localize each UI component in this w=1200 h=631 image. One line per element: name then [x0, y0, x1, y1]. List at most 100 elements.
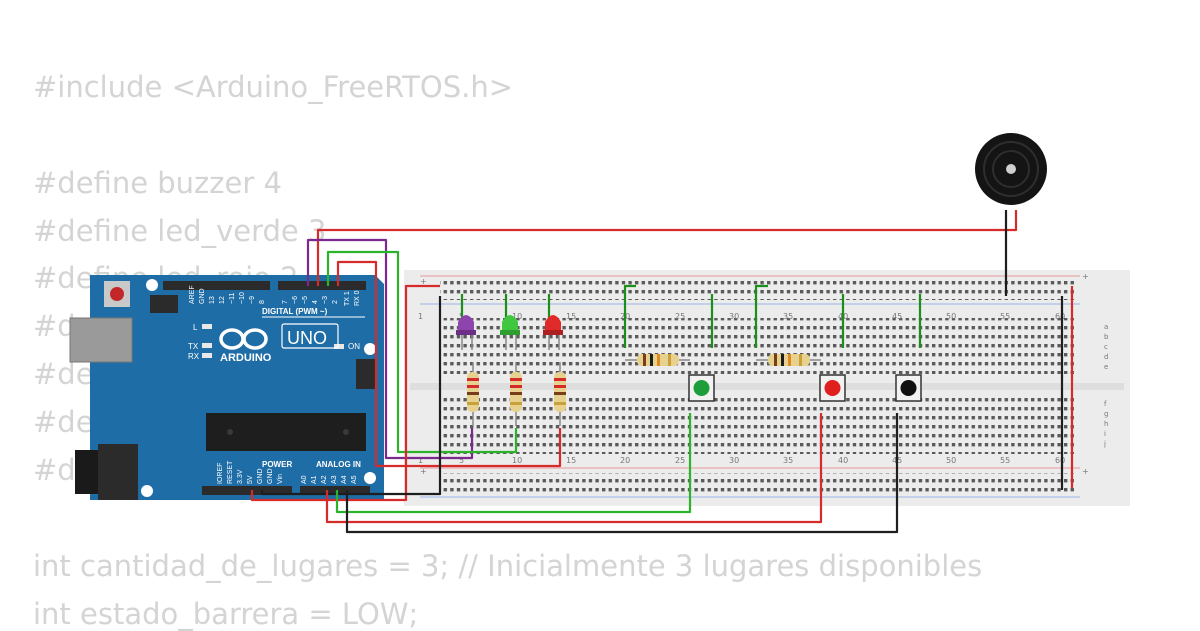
- bottom-terminal-holes: [440, 398, 1074, 454]
- led-rim: [456, 330, 476, 335]
- pin-label: GND: [199, 288, 206, 304]
- resistor-horizontal-1: [625, 354, 690, 366]
- col-num-top: 45: [892, 312, 902, 321]
- col-num-top: 25: [675, 312, 685, 321]
- chip-dot: [343, 429, 349, 435]
- wire-5v-rail: [250, 284, 440, 502]
- pin-label: 7: [282, 300, 289, 304]
- resistor-band: [554, 402, 566, 405]
- purple-led: [456, 315, 476, 350]
- pin-label: 8: [259, 300, 266, 304]
- pin-label: Vin: [277, 474, 284, 484]
- l-led: [202, 324, 212, 329]
- pin-label: GND: [267, 468, 274, 484]
- power-jack-body: [98, 444, 138, 500]
- col-num-bottom: 35: [783, 456, 793, 465]
- wire-red-led: [336, 260, 562, 468]
- logo-loop-right: [242, 328, 268, 350]
- rail-plus-label-top-left: +: [420, 277, 427, 286]
- col-num-bottom: 5: [459, 456, 464, 465]
- row-letter: c: [1104, 343, 1108, 351]
- code-line-define-buzzer: #define buzzer 4: [33, 166, 282, 200]
- rail-plus-label-bottom-left: +: [420, 467, 427, 476]
- center-channel: [410, 383, 1124, 390]
- resistor-vertical-3: [554, 362, 566, 426]
- pin-label: A5: [351, 475, 358, 484]
- button-cap[interactable]: [693, 380, 710, 396]
- resistor-band: [510, 378, 522, 381]
- pin-label: A3: [331, 475, 338, 484]
- mount-hole: [141, 485, 153, 497]
- col-num-bottom: 60: [1055, 456, 1065, 465]
- col-num-top: 1: [418, 312, 423, 321]
- chip-dot: [227, 429, 233, 435]
- resistor-band: [510, 392, 522, 395]
- resistor-band: [643, 354, 646, 366]
- pin-label: ~6: [292, 296, 299, 304]
- wire-green-button: [335, 413, 692, 514]
- col-num-top: 15: [566, 312, 576, 321]
- icsp-header-2: [356, 359, 376, 389]
- resistor-band: [510, 385, 522, 388]
- resistor-band: [554, 392, 566, 395]
- col-num-top: 35: [783, 312, 793, 321]
- led-dome: [458, 315, 474, 332]
- on-led-label: ON: [348, 342, 360, 351]
- pin-label: 2: [332, 300, 339, 304]
- button-cap[interactable]: [824, 380, 841, 396]
- mount-hole: [364, 343, 376, 355]
- resistor-band: [799, 354, 802, 366]
- pin-label: ~3: [322, 296, 329, 304]
- analog-header: [300, 486, 370, 495]
- red-led: [543, 315, 563, 350]
- resistor-band: [467, 378, 479, 381]
- leds: [456, 315, 563, 350]
- code-line-cantidad: int cantidad_de_lugares = 3; // Inicialm…: [33, 549, 983, 583]
- green-button[interactable]: [688, 374, 715, 402]
- row-letter: a: [1104, 323, 1108, 331]
- col-num-top: 50: [946, 312, 956, 321]
- resistor-band: [650, 354, 653, 366]
- col-num-bottom: 15: [566, 456, 576, 465]
- red-button[interactable]: [819, 374, 846, 402]
- resistor-band: [554, 385, 566, 388]
- row-letter: f: [1104, 400, 1107, 408]
- pin-label: ~10: [239, 292, 246, 304]
- power-header: [202, 486, 292, 495]
- pin-label: 12: [219, 296, 226, 304]
- tx-led-label: TX: [188, 342, 199, 351]
- pin-label: 4: [312, 300, 319, 304]
- col-num-bottom: 20: [620, 456, 630, 465]
- pin-label: A0: [301, 475, 308, 484]
- resistor-vertical-2: [510, 362, 522, 426]
- row-letter: e: [1104, 363, 1108, 371]
- pin-label: 13: [209, 296, 216, 304]
- led-rim: [500, 330, 520, 335]
- pin-label: A2: [321, 475, 328, 484]
- reset-button[interactable]: [110, 287, 124, 301]
- power-label: POWER: [262, 460, 292, 469]
- pin-label: TX 1: [344, 291, 351, 306]
- arduino-uno-board: AREF GND 13 12 ~11 ~10 ~9 8 7 ~6 ~5 4 ~3…: [69, 275, 384, 500]
- resistor-band: [510, 402, 522, 405]
- uno-model-label: UNO: [287, 328, 327, 348]
- col-num-top: 55: [1000, 312, 1010, 321]
- resistor-band: [467, 392, 479, 395]
- pin-label: ~11: [229, 293, 236, 304]
- button-cap[interactable]: [900, 380, 917, 396]
- col-num-bottom: 10: [512, 456, 522, 465]
- resistor-band: [467, 385, 479, 388]
- green-led: [500, 315, 520, 350]
- col-num-bottom: 40: [838, 456, 848, 465]
- buzzer-center: [1006, 164, 1016, 174]
- wire-gnd-rail: [260, 296, 442, 496]
- pin-label: RESET: [227, 460, 234, 484]
- resistor-band: [774, 354, 777, 366]
- button-housing: [688, 374, 715, 402]
- resistor-vertical-1: [467, 362, 479, 426]
- tx-led: [202, 343, 212, 348]
- icsp-header: [150, 295, 178, 313]
- pin-label: 5V: [247, 475, 254, 484]
- black-button[interactable]: [895, 374, 922, 402]
- wire-red-button: [325, 413, 823, 524]
